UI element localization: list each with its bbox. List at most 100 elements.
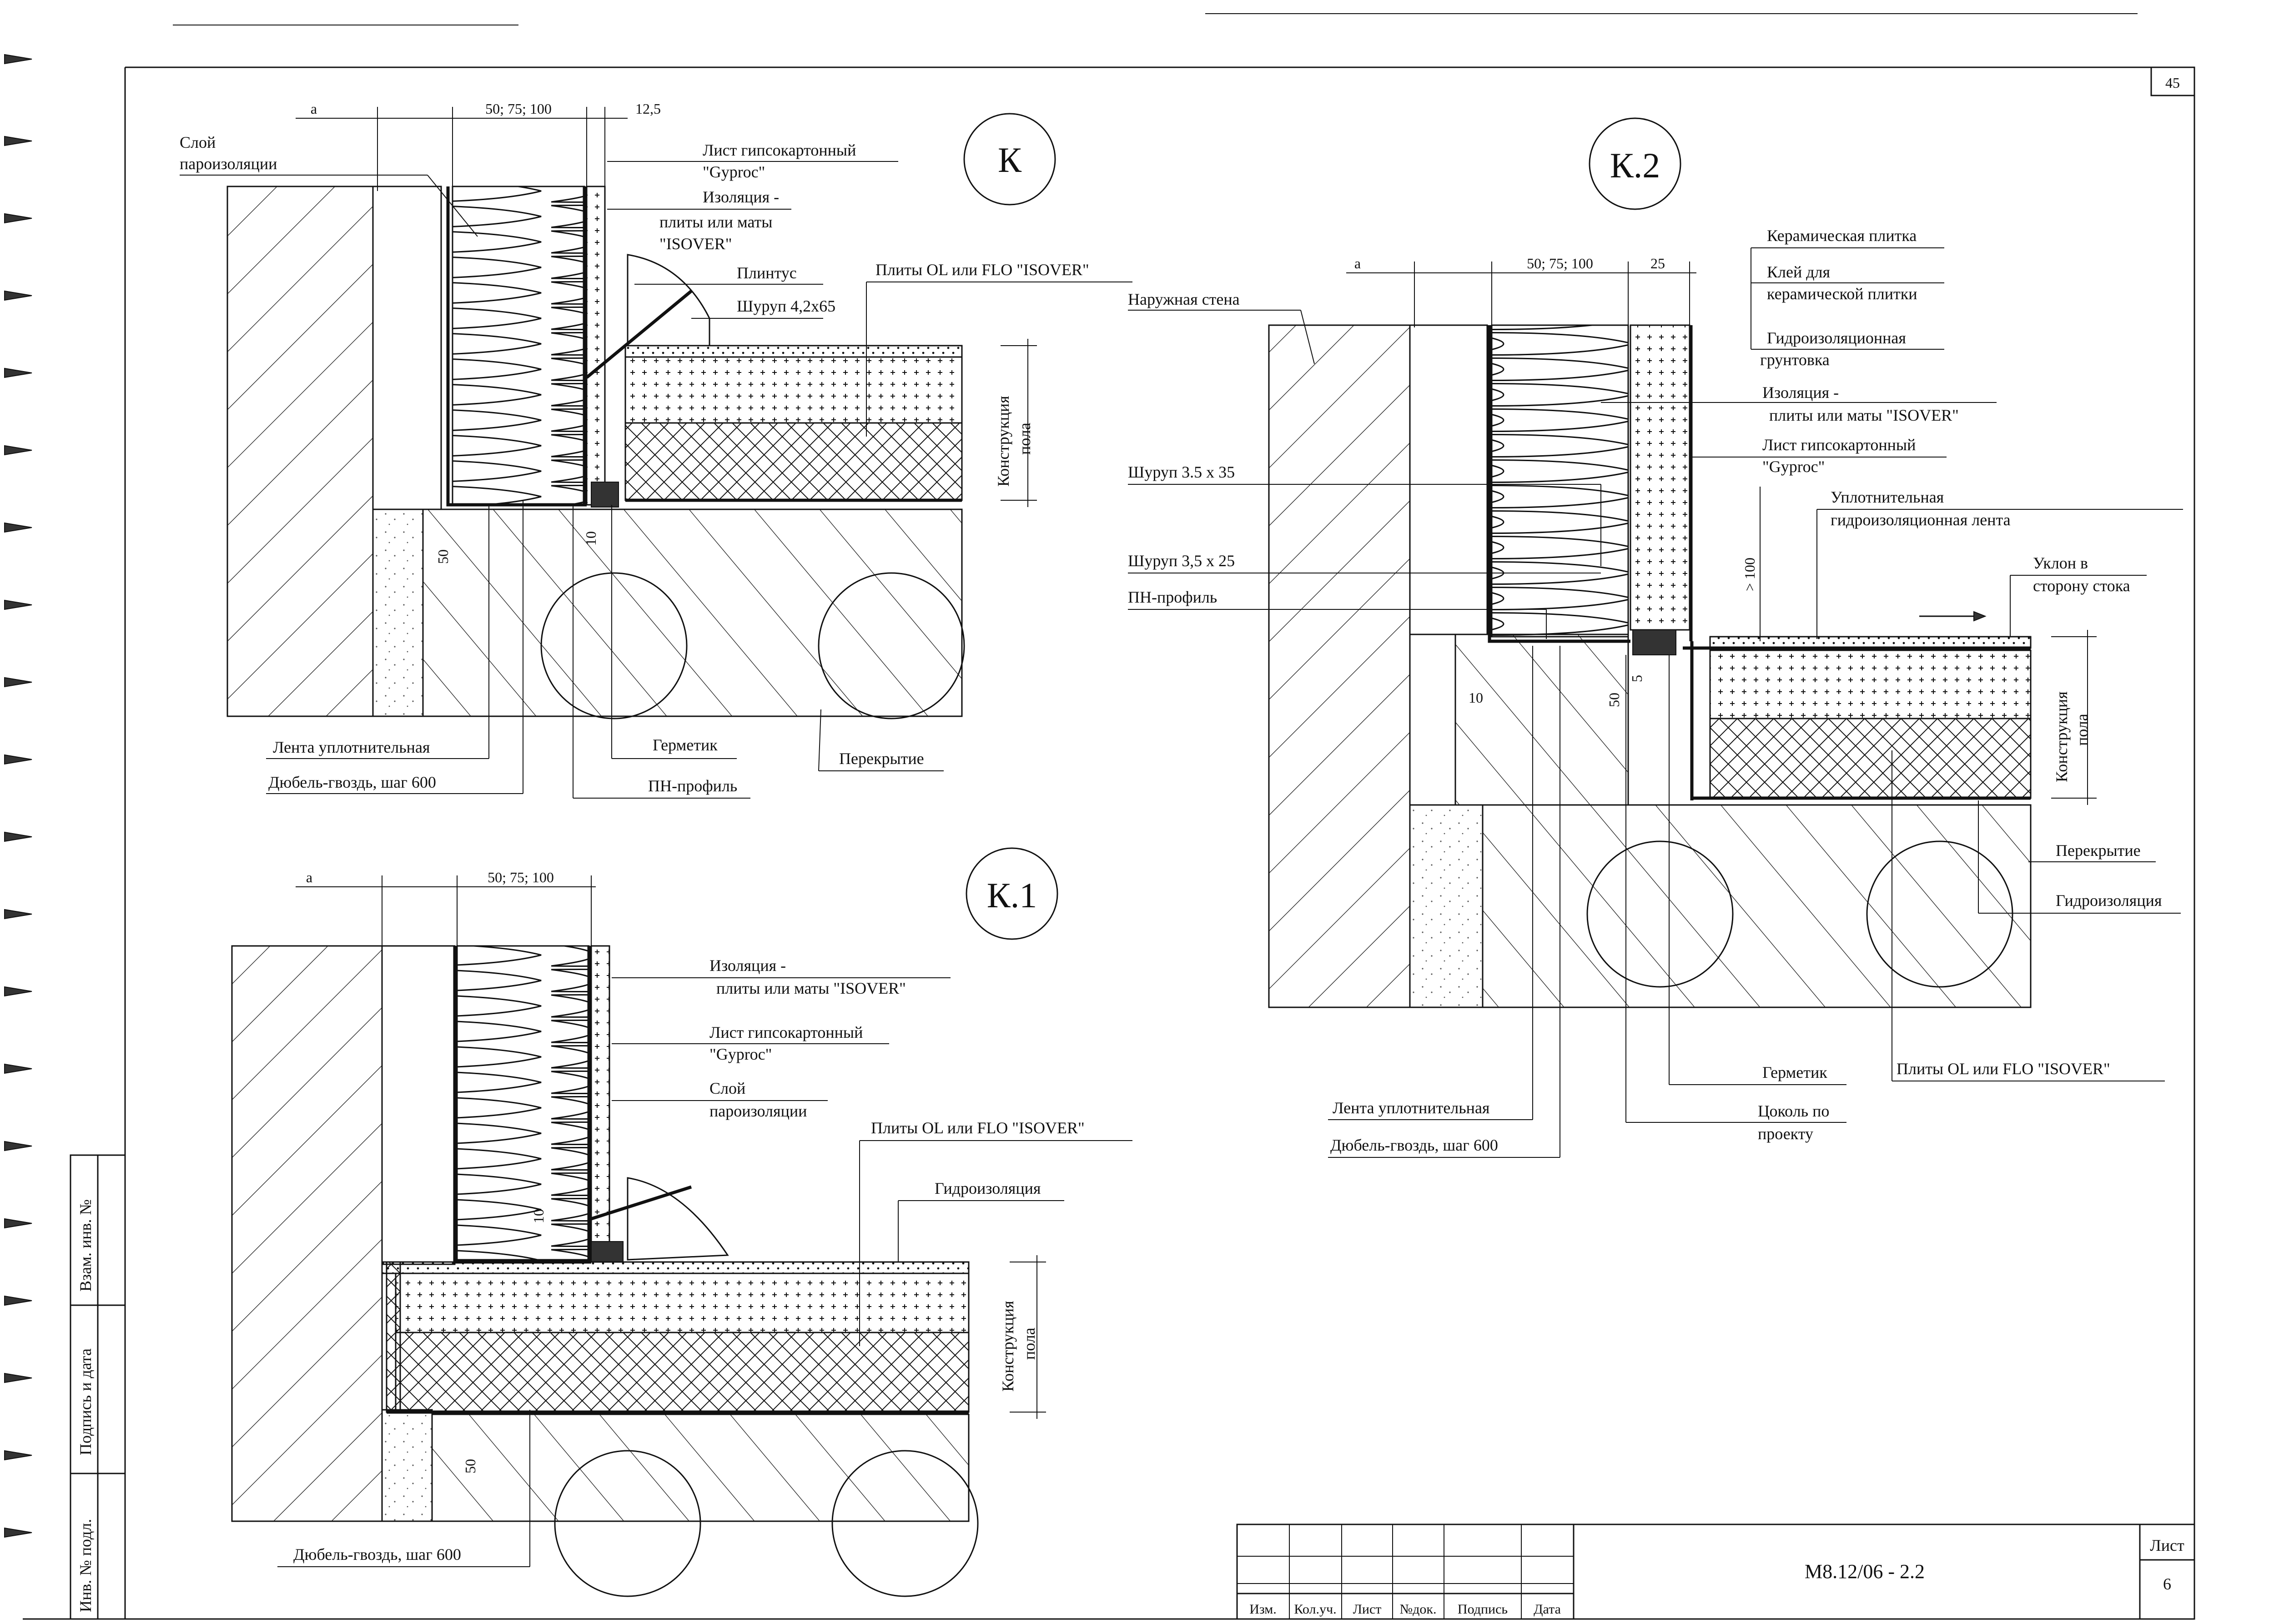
k2-dim-5: 5 xyxy=(1629,675,1645,682)
svg-text:плиты или маты: плиты или маты xyxy=(659,213,772,231)
k2-label-insulation: Изоляция - xyxy=(1762,383,1839,402)
svg-text:гидроизоляционная лента: гидроизоляционная лента xyxy=(1831,511,2011,529)
k2-label-tape: Лента уплотнительная xyxy=(1333,1099,1489,1117)
k2-label-profile: ПН-профиль xyxy=(1128,588,1217,606)
k-label-vapor: Слой xyxy=(180,133,216,151)
k-dim-50: 50 xyxy=(435,549,451,564)
k1-label-waterproof: Гидроизоляция xyxy=(935,1179,1041,1197)
k2-dim-100: > 100 xyxy=(1741,558,1758,591)
tb-header-date: Дата xyxy=(1534,1602,1561,1617)
k2-label-gypsum: Лист гипсокартонный xyxy=(1762,436,1916,454)
svg-text:проекту: проекту xyxy=(1758,1125,1813,1143)
k1-dim-50: 50 xyxy=(462,1459,478,1473)
svg-text:"Gyproc": "Gyproc" xyxy=(1762,458,1825,476)
svg-text:"Gyproc": "Gyproc" xyxy=(709,1045,772,1063)
k-label-screw: Шуруп 4,2х65 xyxy=(737,297,835,315)
k2-dim-a: а xyxy=(1354,255,1361,272)
k2-label-screw2: Шуруп 3,5 х 25 xyxy=(1128,552,1235,570)
binding-holes xyxy=(4,54,32,1538)
k2-dim-10: 10 xyxy=(1469,689,1483,706)
k-label-profile: ПН-профиль xyxy=(648,777,737,795)
k-label-ceiling: Перекрытие xyxy=(839,749,924,768)
k2-label-glue: Клей для xyxy=(1767,263,1830,281)
k1-insulation xyxy=(456,945,590,1261)
svg-text:керамической плитки: керамической плитки xyxy=(1767,285,1917,303)
detail-k2: К.2 а 50; 75; 100 25 > 100 10 xyxy=(1128,117,2183,1158)
document-code: М8.12/06 - 2.2 xyxy=(1805,1560,1925,1583)
k-outer-wall xyxy=(226,186,374,717)
page-number: 45 xyxy=(2165,75,2180,91)
svg-text:"Gyproc": "Gyproc" xyxy=(703,163,765,181)
detail-k1: К.1 а 50; 75; 100 10 50 Изоляция - плиты xyxy=(231,847,1132,1597)
svg-text:плиты или маты "ISOVER": плиты или маты "ISOVER" xyxy=(716,979,906,997)
k-label-dowel: Дюбель-гвоздь, шаг 600 xyxy=(268,773,436,791)
svg-text:пола: пола xyxy=(1016,422,1034,455)
k-label-plinth: Плинтус xyxy=(737,264,797,282)
k-ceiling-slab xyxy=(422,508,963,717)
k1-dim-insulation: 50; 75; 100 xyxy=(488,869,554,885)
k2-dim-insulation: 50; 75; 100 xyxy=(1527,255,1593,272)
k1-label-slabs: Плиты OL или FLO "ISOVER" xyxy=(871,1119,1085,1137)
svg-text:пола: пола xyxy=(1020,1327,1038,1360)
sheet-label: Лист xyxy=(2150,1536,2184,1554)
tb-header-izm: Изм. xyxy=(1249,1602,1277,1617)
k-label-insulation: Изоляция - xyxy=(703,188,779,206)
k-label-slabs: Плиты OL или FLO "ISOVER" xyxy=(875,261,1089,279)
k2-label-slabs: Плиты OL или FLO "ISOVER" xyxy=(1897,1060,2110,1078)
tb-header-list: Лист xyxy=(1353,1602,1382,1617)
k-dim-gypsum: 12,5 xyxy=(635,101,661,117)
svg-text:"ISOVER": "ISOVER" xyxy=(659,235,732,253)
k-dim-insulation: 50; 75; 100 xyxy=(485,101,552,117)
stamp-signature-date: Подпись и дата xyxy=(76,1348,95,1455)
detail-k1-title: К.1 xyxy=(987,875,1037,915)
svg-text:пола: пола xyxy=(2073,714,2091,746)
k2-outer-wall xyxy=(1268,324,1411,1008)
k2-label-floor: Конструкция xyxy=(2053,691,2071,782)
detail-k: К а 50; 75; 100 12,5 50 10 Сло xyxy=(180,101,1132,799)
k2-label-waterproof-tape: Уплотнительная xyxy=(1831,488,1944,506)
k-label-floor: Конструкция xyxy=(994,396,1012,487)
k1-ceiling-slab xyxy=(431,1413,970,1522)
k1-label-floor: Конструкция xyxy=(999,1301,1017,1392)
k2-label-dowel: Дюбель-гвоздь, шаг 600 xyxy=(1330,1136,1498,1154)
k1-outer-wall xyxy=(231,945,383,1522)
k2-ceiling-slab xyxy=(1482,804,2032,1008)
tb-header-kolych: Кол.уч. xyxy=(1294,1602,1336,1617)
k-insulation xyxy=(452,186,585,506)
side-stamp: Инв. № подл. Подпись и дата Взам. инв. № xyxy=(70,1154,126,1620)
detail-k-badge xyxy=(963,113,1056,206)
svg-text:плиты или маты "ISOVER": плиты или маты "ISOVER" xyxy=(1769,406,1959,424)
k2-label-primer: Гидроизоляционная xyxy=(1767,329,1906,347)
k1-label-vapor: Слой xyxy=(709,1079,745,1097)
title-block: Изм. Кол.уч. Лист №док. Подпись Дата М8.… xyxy=(1236,1523,2195,1620)
k1-label-dowel: Дюбель-гвоздь, шаг 600 xyxy=(293,1545,461,1564)
k2-label-slope: Уклон в xyxy=(2033,554,2088,572)
k2-dim-50: 50 xyxy=(1606,693,1622,707)
k2-insulation xyxy=(1491,324,1629,638)
k-gypsum xyxy=(586,186,606,506)
k1-dim-10: 10 xyxy=(530,1209,547,1223)
stamp-replace-inventory: Взам. инв. № xyxy=(76,1199,95,1292)
k2-label-ceiling: Перекрытие xyxy=(2056,841,2141,860)
stamp-inventory: Инв. № подл. xyxy=(76,1519,95,1612)
svg-text:грунтовка: грунтовка xyxy=(1760,351,1830,369)
detail-k2-title: К.2 xyxy=(1610,146,1660,185)
svg-text:пароизоляции: пароизоляции xyxy=(709,1102,807,1120)
k2-label-tile: Керамическая плитка xyxy=(1767,226,1917,245)
k2-label-sealant: Герметик xyxy=(1762,1063,1827,1081)
k-label-sealant: Герметик xyxy=(653,736,718,754)
k2-gypsum xyxy=(1630,324,1690,631)
k1-dim-a: а xyxy=(306,869,312,885)
k1-gypsum xyxy=(590,945,610,1261)
detail-k1-badge xyxy=(966,847,1058,940)
svg-text:сторону стока: сторону стока xyxy=(2033,577,2130,595)
k2-label-waterproof: Гидроизоляция xyxy=(2056,891,2162,910)
k1-label-insulation: Изоляция - xyxy=(709,956,786,975)
k-label-tape: Лента уплотнительная xyxy=(273,738,430,756)
k2-label-screw1: Шуруп 3.5 х 35 xyxy=(1128,463,1235,481)
k2-label-outer-wall: Наружная стена xyxy=(1128,290,1240,308)
sheet-number: 6 xyxy=(2163,1575,2171,1593)
k1-label-gypsum: Лист гипсокартонный xyxy=(709,1023,863,1041)
k-dim-a: а xyxy=(311,101,317,117)
